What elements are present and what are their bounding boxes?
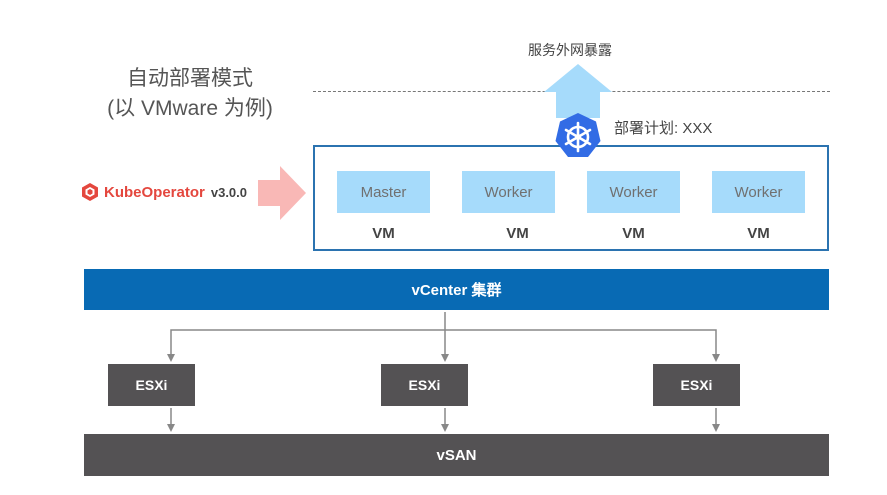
worker-node: Worker [462, 171, 555, 213]
vm-label: VM [372, 225, 395, 242]
esxi-host: ESXi [381, 364, 468, 406]
connector-branch [170, 329, 717, 357]
arrowhead [441, 354, 449, 362]
worker-node: Worker [587, 171, 680, 213]
kubeoperator-cube-icon [82, 183, 98, 201]
arrowhead [441, 424, 449, 432]
kubeoperator-logo: KubeOperator v3.0.0 [80, 182, 247, 202]
logo-version: v3.0.0 [210, 184, 248, 200]
vm-label: VM [622, 225, 645, 242]
kubernetes-icon [555, 113, 601, 157]
worker-node: Worker [712, 171, 805, 213]
arrowhead [712, 424, 720, 432]
vcenter-cluster: vCenter 集群 [84, 269, 829, 310]
esxi-host: ESXi [653, 364, 740, 406]
arrowhead [712, 354, 720, 362]
logo-name: KubeOperator [104, 183, 205, 201]
arrowhead [167, 424, 175, 432]
exposure-label: 服务外网暴露 [528, 42, 612, 58]
deploy-plan-label: 部署计划: XXX [614, 120, 713, 137]
diagram-title: 自动部署模式 [127, 67, 253, 90]
exposure-arrow [544, 64, 612, 118]
esxi-host: ESXi [108, 364, 195, 406]
kubeoperator-arrow [258, 166, 306, 220]
vm-label: VM [506, 225, 529, 242]
diagram-subtitle: (以 VMware 为例) [107, 97, 273, 120]
arrowhead [167, 354, 175, 362]
vsan-storage: vSAN [84, 434, 829, 476]
master-node: Master [337, 171, 430, 213]
vm-label: VM [747, 225, 770, 242]
